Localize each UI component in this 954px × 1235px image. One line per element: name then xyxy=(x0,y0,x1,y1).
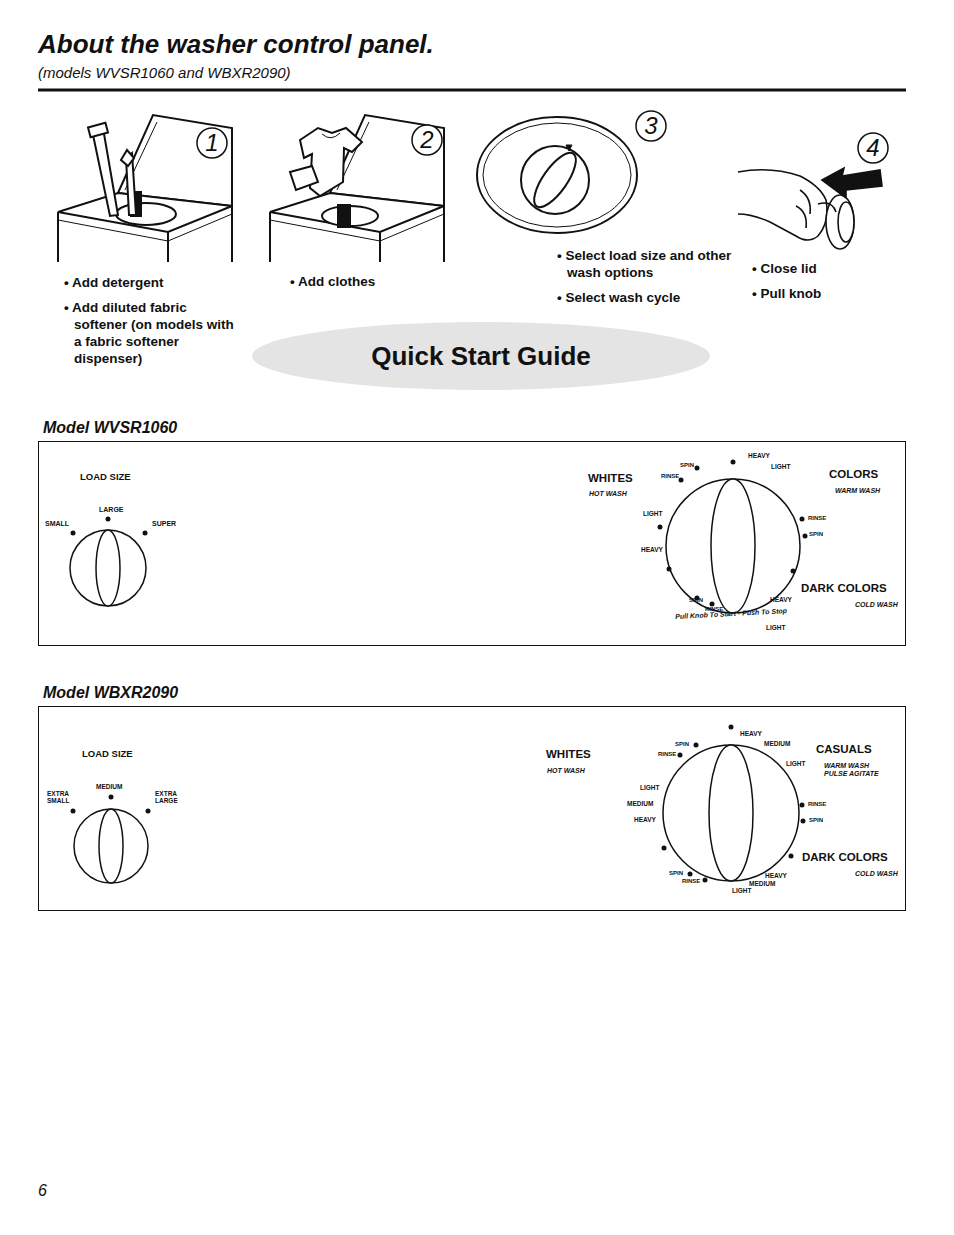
cycle-heading: COLORS xyxy=(829,468,878,481)
page-title: About the washer control panel. xyxy=(38,30,434,60)
wvsr1060-dots xyxy=(71,460,808,607)
panel-heading: Model WBXR2090 xyxy=(43,684,178,702)
knob-heading: LOAD SIZE xyxy=(82,749,133,760)
setting-label: SPIN xyxy=(669,870,683,877)
wbxr2090-dots xyxy=(71,725,806,883)
setting-label: SPIN xyxy=(809,531,823,538)
cycle-temperature: HOT WASH xyxy=(589,490,627,498)
setting-label: EXTRA SMALL xyxy=(47,790,71,805)
setting-label: LARGE xyxy=(99,506,124,514)
setting-label: LIGHT xyxy=(640,784,660,791)
setting-label: RINSE xyxy=(682,878,700,885)
hand-pull-knob-illustration xyxy=(738,168,882,249)
cycle-temperature: WARM WASH xyxy=(835,487,880,495)
setting-label: RINSE xyxy=(661,473,679,480)
cycle-temperature: WARM WASH PULSE AGITATE xyxy=(824,762,886,778)
setting-label: HEAVY xyxy=(748,452,770,459)
callout-number: 3 xyxy=(644,114,657,138)
setting-label: MEDIUM xyxy=(749,880,775,887)
setting-label: HEAVY xyxy=(641,546,663,553)
callout-number: 2 xyxy=(420,128,433,152)
setting-label: LIGHT xyxy=(643,510,663,517)
control-dial-illustration xyxy=(477,117,637,233)
title-rule xyxy=(38,89,906,92)
setting-label: HEAVY xyxy=(740,730,762,737)
callout-number: 1 xyxy=(205,131,218,155)
setting-label: HEAVY xyxy=(765,872,787,879)
setting-label: MEDIUM xyxy=(96,783,122,790)
setting-label: SPIN xyxy=(680,462,694,469)
setting-label: HEAVY xyxy=(634,816,656,823)
panel-heading: Model WVSR1060 xyxy=(43,419,177,437)
setting-label: SMALL xyxy=(45,520,69,528)
setting-label: MEDIUM xyxy=(764,740,790,747)
step-bullet: • Add clothes xyxy=(290,274,375,291)
setting-label: LIGHT xyxy=(771,463,791,470)
cycle-temperature: COLD WASH xyxy=(855,870,898,878)
cycle-heading: CASUALS xyxy=(816,743,872,756)
cycle-heading: WHITES xyxy=(588,472,633,485)
setting-label: SPIN xyxy=(675,741,689,748)
setting-label: LIGHT xyxy=(786,760,806,767)
step-bullet: • Close lid xyxy=(752,261,817,278)
operating-note: Pull Knob To Start - Push To Stop xyxy=(675,607,787,621)
setting-label: LIGHT xyxy=(766,624,786,631)
wbxr2090-knobs xyxy=(74,745,799,883)
setting-label: SUPER xyxy=(152,520,176,528)
wvsr1060-knobs xyxy=(70,479,800,613)
setting-label: SPIN xyxy=(689,597,703,604)
setting-label: RINSE xyxy=(808,801,826,808)
cycle-heading: DARK COLORS xyxy=(801,582,887,595)
setting-label: RINSE xyxy=(658,751,676,758)
cycle-heading: WHITES xyxy=(546,748,591,761)
cycle-temperature: COLD WASH xyxy=(855,601,898,609)
washer-clothes-illustration xyxy=(270,115,444,262)
step-bullet: • Add diluted fabric softener (on models… xyxy=(64,300,234,368)
banner-title: Quick Start Guide xyxy=(371,341,591,372)
setting-label: LIGHT xyxy=(732,887,752,894)
step-bullet: • Pull knob xyxy=(752,286,821,303)
quick-start-banner: Quick Start Guide xyxy=(252,322,710,390)
callout-circles xyxy=(197,111,888,163)
cycle-heading: DARK COLORS xyxy=(802,851,888,864)
setting-label: EXTRA LARGE xyxy=(155,790,179,805)
setting-label: SPIN xyxy=(809,817,823,824)
setting-label: MEDIUM xyxy=(627,800,653,807)
step-bullet: • Add detergent xyxy=(64,275,163,292)
step-bullet: • Select load size and other wash option… xyxy=(557,248,737,282)
control-panel: Model WBXR2090 xyxy=(38,706,906,911)
step-bullet: • Select wash cycle xyxy=(557,290,680,307)
page-number: 6 xyxy=(38,1182,47,1200)
washer-detergent-illustration xyxy=(58,115,232,262)
cycle-temperature: HOT WASH xyxy=(547,767,585,775)
setting-label: RINSE xyxy=(808,515,826,522)
knob-heading: LOAD SIZE xyxy=(80,472,131,483)
subtitle: (models WVSR1060 and WBXR2090) xyxy=(38,64,291,81)
setting-label: HEAVY xyxy=(770,596,792,603)
callout-number: 4 xyxy=(866,136,879,160)
